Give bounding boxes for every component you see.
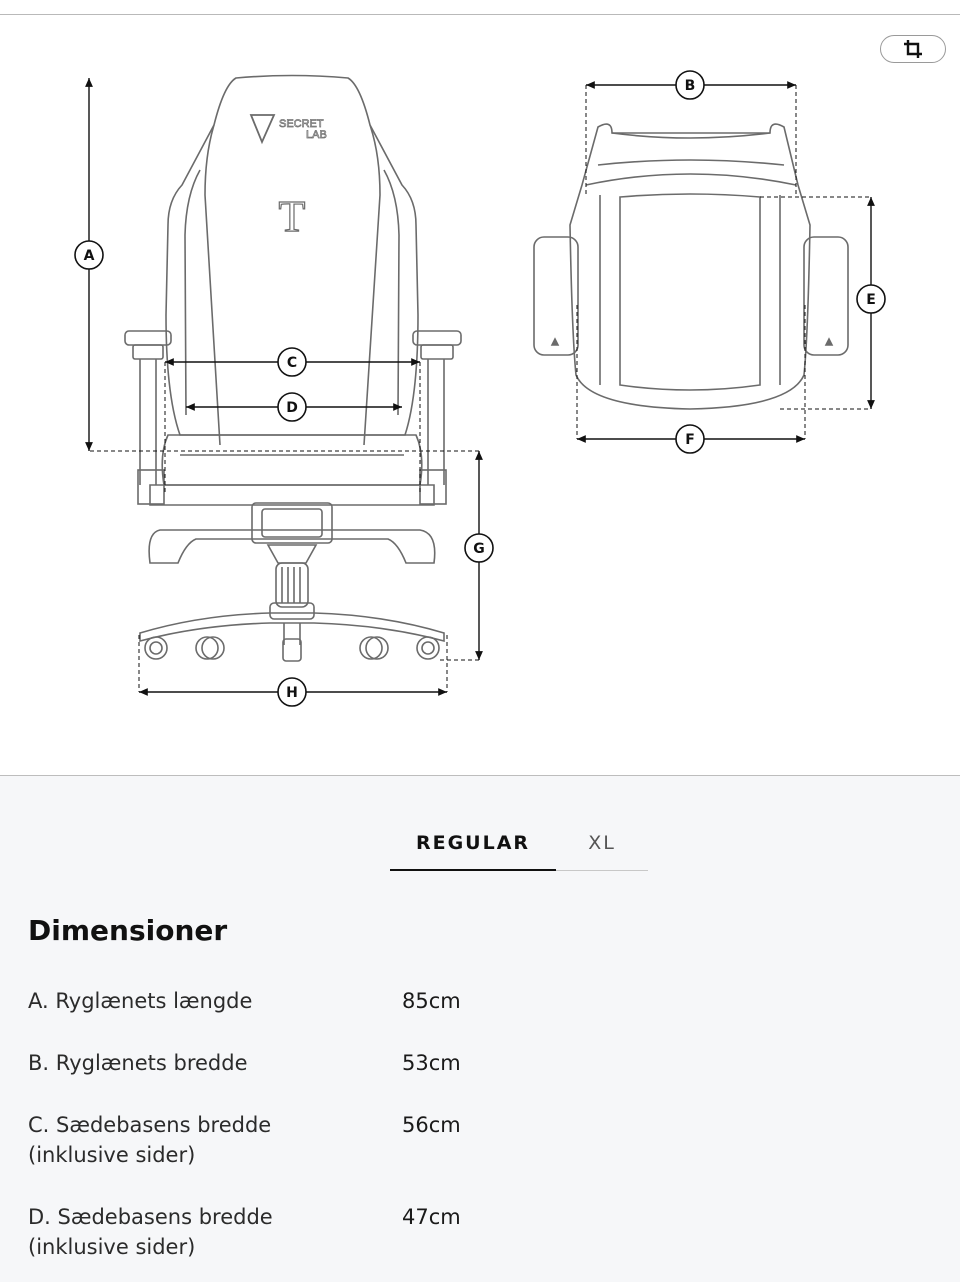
spec-value: 47cm <box>402 1205 461 1229</box>
tab-underline <box>556 870 648 871</box>
dimension-label-a: A <box>74 240 104 270</box>
dimension-label-f: F <box>675 424 705 454</box>
dimension-label-d: D <box>277 392 307 422</box>
crop-icon <box>904 40 922 58</box>
dimension-label-b: B <box>675 70 705 100</box>
spec-value: 85cm <box>402 989 461 1013</box>
svg-text:H: H <box>286 685 298 701</box>
chair-top-view <box>533 123 849 410</box>
dimension-label-g: G <box>464 533 494 563</box>
top-divider <box>0 14 960 15</box>
chair-front-view <box>124 74 462 662</box>
backrest-letter: T <box>279 192 306 241</box>
tab-regular[interactable]: REGULAR <box>415 832 531 854</box>
spec-label: B. Ryglænets bredde <box>28 1051 248 1075</box>
section-title: Dimensioner <box>28 914 228 947</box>
svg-text:B: B <box>685 78 696 94</box>
tab-xl[interactable]: XL <box>588 832 616 854</box>
brand-logo: SECRET LAB <box>249 114 327 145</box>
spec-label: C. Sædebasens bredde (inklusive sider) <box>28 1113 272 1167</box>
active-tab-indicator <box>390 869 556 871</box>
svg-text:A: A <box>84 248 95 264</box>
spec-value: 56cm <box>402 1113 461 1137</box>
diagram-canvas: SECRET LAB T <box>74 70 886 707</box>
chair-dimension-diagram: SECRET LAB T <box>0 15 960 775</box>
svg-text:SECRET: SECRET <box>279 118 324 130</box>
dimension-label-e: E <box>856 284 886 314</box>
svg-text:F: F <box>685 432 695 448</box>
svg-text:E: E <box>866 292 876 308</box>
size-tabs: REGULAR XL <box>390 816 648 871</box>
dimension-label-c: C <box>277 347 307 377</box>
spec-label: A. Ryglænets længde <box>28 989 253 1013</box>
svg-text:D: D <box>286 400 298 416</box>
spec-value: 53cm <box>402 1051 461 1075</box>
svg-text:LAB: LAB <box>306 129 327 141</box>
crop-button[interactable] <box>880 35 946 63</box>
svg-text:C: C <box>287 355 297 371</box>
dimensions-panel: REGULAR XL Dimensioner A. Ryglænets læng… <box>0 775 960 1282</box>
dimension-label-h: H <box>277 677 307 707</box>
spec-label: D. Sædebasens bredde (inklusive sider) <box>28 1205 273 1259</box>
svg-text:G: G <box>473 541 485 557</box>
